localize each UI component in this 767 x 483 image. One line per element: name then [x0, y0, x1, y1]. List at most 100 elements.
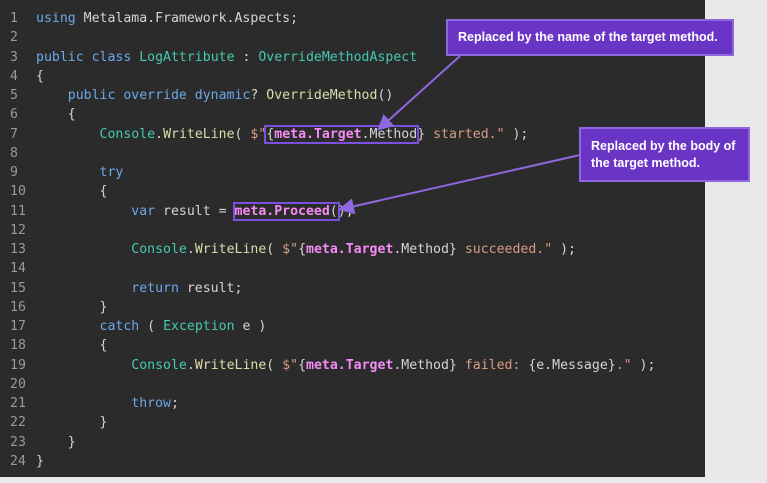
code-text: public class LogAttribute : OverrideMeth… — [36, 48, 417, 67]
code-token: ); — [631, 357, 656, 373]
code-token: using — [36, 11, 76, 26]
line-number: 9 — [10, 165, 18, 180]
code-token: { — [298, 357, 307, 373]
code-token: ." — [615, 357, 632, 373]
code-token: result; — [178, 280, 243, 296]
code-token: . — [186, 242, 195, 257]
code-token — [36, 396, 131, 411]
code-token: meta.Target — [306, 242, 394, 257]
code-token: OverrideMethod — [266, 88, 378, 103]
code-line: 19 Console.WriteLine( $"{meta.Target.Met… — [0, 356, 655, 375]
code-token — [36, 242, 131, 257]
code-token: $" — [282, 357, 299, 373]
highlight-meta-proceed: meta.Proceed( — [232, 201, 340, 221]
code-text: } — [36, 433, 76, 452]
code-token: throw — [131, 396, 171, 411]
code-text: using Metalama.Framework.Aspects; — [36, 9, 298, 28]
code-line: 15 return result; — [0, 279, 655, 298]
code-token: WriteLine — [163, 126, 235, 142]
callout-method-body: Replaced by the body of the target metho… — [579, 127, 750, 182]
code-token: { — [36, 107, 76, 123]
code-text: public override dynamic? OverrideMethod(… — [36, 86, 394, 105]
line-number: 6 — [10, 107, 18, 123]
line-number: 17 — [10, 319, 26, 334]
code-token: e ) — [234, 319, 267, 334]
code-line: 3 public class LogAttribute : OverrideMet… — [0, 48, 655, 67]
code-token: succeeded." — [456, 242, 553, 257]
line-number: 24 — [10, 453, 26, 469]
line-number: 16 — [10, 299, 26, 315]
code-line: 13 Console.WriteLine( $"{meta.Target.Met… — [0, 240, 655, 259]
line-number: 15 — [10, 280, 26, 296]
code-token: started." — [425, 126, 505, 142]
code-token: public override dynamic — [67, 88, 251, 103]
code-text: var result = meta.Proceed(); — [36, 201, 354, 221]
code-token: ( — [234, 126, 251, 142]
callout-method-name-text: Replaced by the name of the target metho… — [458, 30, 718, 44]
line-number: 5 — [10, 88, 18, 103]
code-token: $" — [250, 126, 267, 142]
code-token: public class — [36, 49, 132, 65]
code-token: meta.Proceed — [234, 203, 330, 219]
code-line: 6 { — [0, 105, 655, 124]
code-token: } — [36, 299, 108, 315]
code-token: Console — [131, 242, 187, 257]
code-token: Metalama.Framework.Aspects; — [75, 11, 299, 26]
code-token: Console — [131, 357, 187, 373]
code-token: ( — [266, 242, 283, 257]
code-token: .Method} — [393, 242, 457, 257]
code-line: 14 — [0, 259, 655, 278]
code-token: { — [298, 242, 307, 257]
code-token: { — [266, 126, 275, 142]
code-text: Console.WriteLine( $"{meta.Target.Method… — [36, 124, 529, 144]
code-token: .Method} — [393, 357, 457, 373]
line-number: 1 — [10, 11, 18, 26]
code-text: } — [36, 413, 108, 432]
line-number: 10 — [10, 184, 26, 200]
code-text: { — [36, 105, 76, 124]
code-line: 21 throw; — [0, 394, 655, 413]
code-token: ); — [504, 126, 529, 142]
code-text: { — [36, 336, 108, 355]
line-number: 7 — [10, 126, 18, 142]
line-number: 12 — [10, 222, 26, 238]
code-line: 2 — [0, 28, 655, 47]
code-token: WriteLine — [194, 357, 267, 373]
code-token: ); — [552, 242, 576, 257]
code-text: catch ( Exception e ) — [36, 317, 267, 336]
code-token: { — [36, 184, 108, 200]
code-text: { — [36, 182, 108, 201]
code-token: var — [131, 203, 156, 219]
code-token: ( — [266, 357, 283, 373]
callout-method-name: Replaced by the name of the target metho… — [446, 19, 734, 56]
code-text: } — [36, 452, 44, 471]
line-number: 19 — [10, 357, 26, 373]
code-line: 23 } — [0, 433, 655, 452]
code-token: meta.Target — [306, 357, 394, 373]
code-token: Exception — [163, 319, 235, 334]
code-token: LogAttribute — [139, 49, 235, 65]
line-number: 23 — [10, 434, 26, 450]
code-token: } — [36, 453, 44, 469]
code-token — [36, 358, 131, 373]
code-token: ? — [250, 88, 267, 103]
code-token: { — [36, 68, 44, 84]
code-text: { — [36, 67, 44, 86]
line-number: 8 — [10, 145, 18, 161]
code-token: try — [99, 165, 124, 180]
code-token: . — [186, 357, 195, 373]
code-token: } — [36, 434, 76, 450]
line-number: 2 — [10, 30, 18, 46]
code-token: ( — [139, 319, 164, 334]
code-token: ( — [329, 203, 338, 219]
code-token: failed: — [456, 357, 529, 373]
code-token: {e.Message} — [528, 357, 616, 373]
line-number: 3 — [10, 49, 18, 65]
code-line: 9 try — [0, 163, 655, 182]
code-token: } — [36, 415, 108, 431]
line-number: 14 — [10, 261, 26, 277]
code-token: } — [417, 126, 426, 142]
code-line: 11 var result = meta.Proceed(); — [0, 201, 655, 221]
